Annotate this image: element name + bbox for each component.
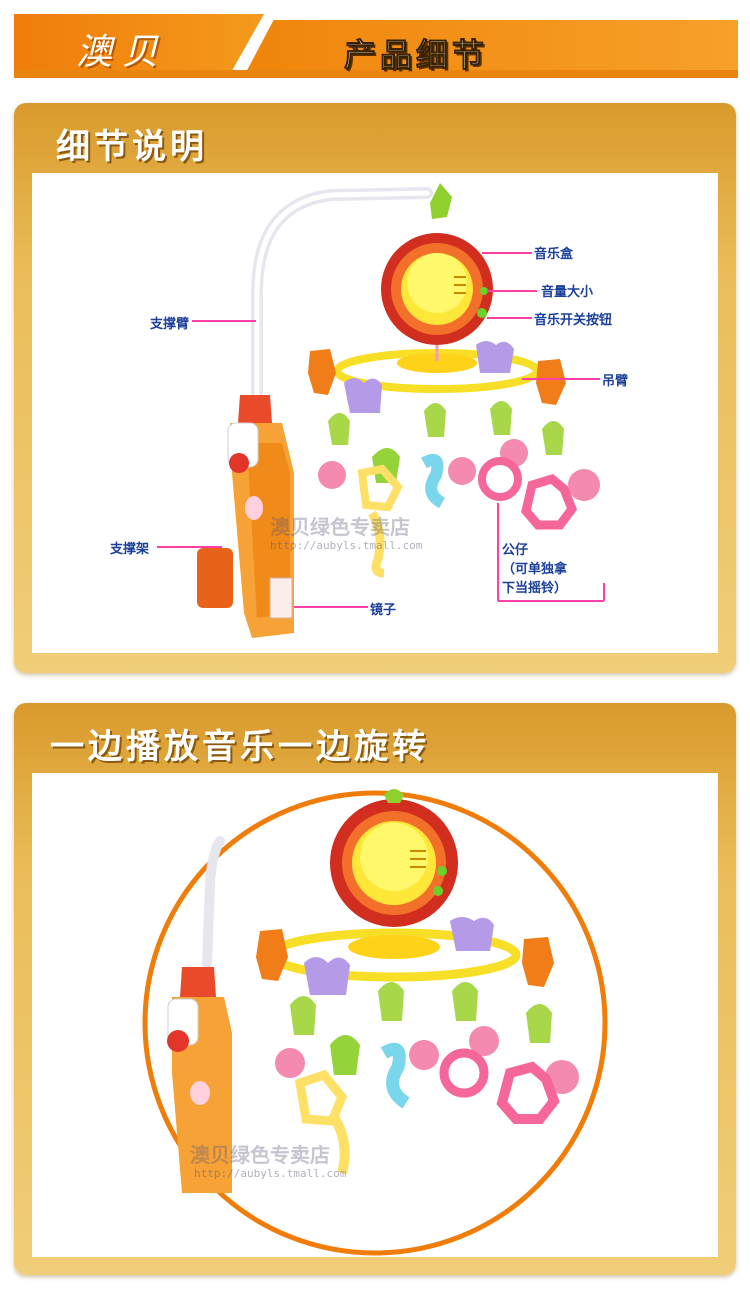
callout-mirror: 镜子 (370, 603, 397, 618)
top-banner: 澳贝 产品细节 (14, 14, 738, 78)
banner-underline (14, 70, 738, 78)
callout-music-box: 音乐盒 (534, 247, 574, 262)
watermark-store: 澳贝绿色专卖店 (270, 515, 410, 539)
watermark-url: http://aubyls.tmall.com (194, 1167, 347, 1180)
callout-music-switch: 音乐开关按钮 (534, 313, 613, 328)
clamp-base (197, 395, 294, 638)
details-heading: 细节说明 (56, 127, 208, 167)
callout-dolls: 公仔 （可单独拿 下当摇铃） (502, 543, 568, 596)
rotate-image-area: 澳贝绿色专卖店 http://aubyls.tmall.com (32, 773, 718, 1257)
callout-volume: 音量大小 (541, 285, 594, 300)
brand-name: 澳贝 (76, 32, 169, 73)
highlight-ring (142, 790, 608, 1256)
callout-support-arm: 支撑臂 (150, 317, 190, 332)
music-box (381, 233, 493, 345)
hanging-toys (256, 917, 579, 1175)
watermark-store: 澳贝绿色专卖店 (190, 1143, 330, 1167)
details-panel: 细节说明 (14, 103, 736, 673)
top-leaf (430, 183, 452, 219)
banner-title-tab (244, 20, 738, 76)
callout-hanging-arm: 吊臂 (602, 374, 629, 389)
hanging-toys (308, 341, 600, 578)
rotate-panel: 一边播放音乐一边旋转 (14, 703, 736, 1275)
callout-support-frame: 支撑架 (110, 542, 150, 557)
details-image-area: 音乐盒 音量大小 音乐开关按钮 支撑臂 吊臂 支撑架 镜子 公仔 （可单独拿 下… (32, 173, 718, 653)
music-box (330, 789, 458, 927)
banner-brand-tab (14, 14, 264, 76)
rotating-mobile-illustration (142, 789, 608, 1256)
crib-mobile-illustration (157, 183, 605, 638)
clamp-base (167, 967, 232, 1193)
rotate-heading: 一边播放音乐一边旋转 (50, 727, 430, 767)
watermark-url: http://aubyls.tmall.com (270, 539, 423, 552)
banner-title: 产品细节 (343, 36, 489, 75)
hanging-arm (333, 345, 541, 393)
